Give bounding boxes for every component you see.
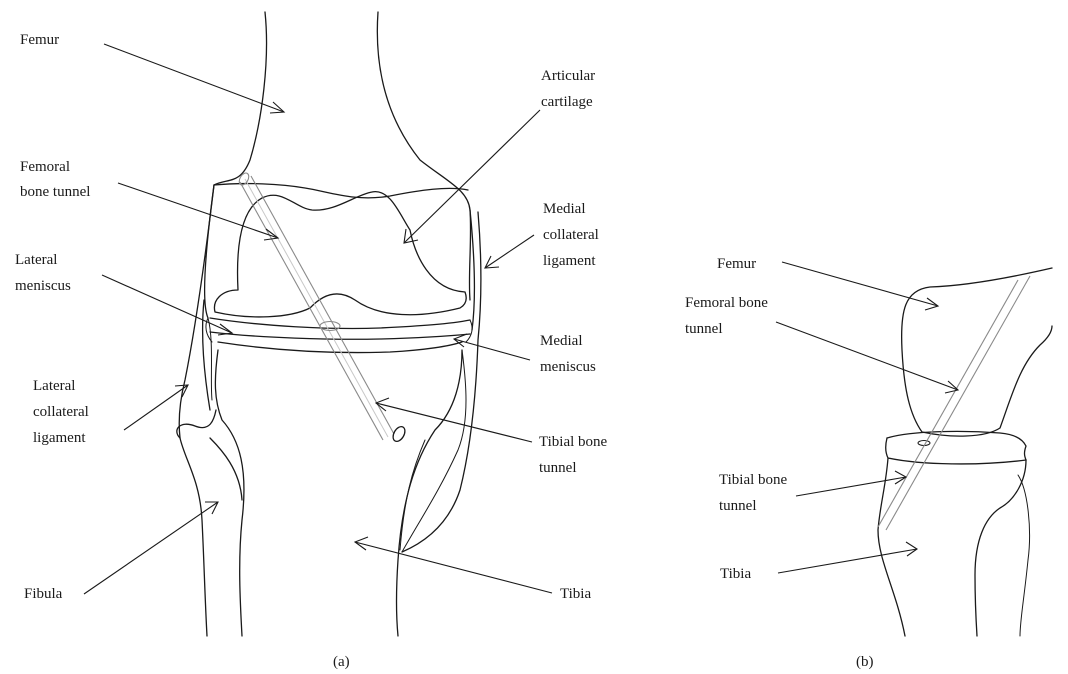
label-fibula: Fibula — [24, 586, 63, 602]
svg-text:Medial: Medial — [540, 333, 583, 349]
svg-text:cartilage: cartilage — [541, 94, 593, 110]
panel-b: Femur Femoral bone tunnel Tibial bone tu… — [685, 256, 1052, 670]
bone-tunnel-rod — [237, 171, 407, 443]
svg-text:(a): (a) — [333, 654, 350, 670]
svg-text:tunnel: tunnel — [685, 321, 723, 337]
svg-text:Tibial bone: Tibial bone — [539, 434, 608, 450]
label-tibial-bone-tunnel-b: Tibial bone tunnel — [719, 472, 788, 514]
arrow-femoral-bone-tunnel-a — [118, 183, 278, 240]
label-articular-cartilage: Articular cartilage — [541, 68, 595, 110]
panel-a: Femur Articular cartilage Femoral bone t… — [15, 12, 608, 670]
label-femur-a: Femur — [20, 32, 59, 48]
label-femoral-bone-tunnel-b: Femoral bone tunnel — [685, 295, 768, 337]
svg-text:meniscus: meniscus — [15, 278, 71, 294]
svg-text:Fibula: Fibula — [24, 586, 63, 602]
arrow-femur-a — [104, 44, 284, 113]
label-femoral-bone-tunnel-a: Femoral bone tunnel — [20, 159, 90, 200]
caption-b: (b) — [856, 654, 874, 670]
arrow-tibia-b — [778, 542, 917, 573]
bone-tunnel-rod-b — [878, 276, 1030, 530]
svg-text:tunnel: tunnel — [719, 498, 757, 514]
svg-text:Femoral: Femoral — [20, 159, 70, 175]
tibia-outline — [215, 350, 466, 636]
arrow-fibula — [84, 502, 218, 594]
svg-text:ligament: ligament — [33, 430, 86, 446]
svg-text:collateral: collateral — [543, 227, 599, 243]
label-femur-b: Femur — [717, 256, 756, 272]
label-tibial-bone-tunnel-a: Tibial bone tunnel — [539, 434, 608, 476]
arrow-tibial-bone-tunnel-b — [796, 471, 906, 496]
caption-a: (a) — [333, 654, 350, 670]
medial-collateral-ligament — [402, 210, 481, 552]
label-medial-meniscus: Medial meniscus — [540, 333, 596, 375]
svg-text:Tibia: Tibia — [560, 586, 591, 602]
arrow-femoral-bone-tunnel-b — [776, 322, 958, 393]
svg-text:Lateral: Lateral — [15, 252, 57, 268]
label-medial-collateral-ligament: Medial collateral ligament — [543, 201, 599, 269]
label-lateral-collateral-ligament: Lateral collateral ligament — [33, 378, 89, 446]
svg-text:Articular: Articular — [541, 68, 595, 84]
femur-outline — [205, 12, 471, 318]
arrow-medial-collateral-ligament — [485, 235, 534, 268]
arrow-medial-meniscus — [454, 334, 530, 360]
label-tibia-a: Tibia — [560, 586, 591, 602]
arrow-tibia-a — [355, 537, 552, 593]
svg-text:Medial: Medial — [543, 201, 586, 217]
articular-cartilage-outline — [214, 192, 466, 317]
svg-text:tunnel: tunnel — [539, 460, 577, 476]
svg-text:meniscus: meniscus — [540, 359, 596, 375]
svg-text:Tibial bone: Tibial bone — [719, 472, 788, 488]
svg-text:Femoral bone: Femoral bone — [685, 295, 768, 311]
arrow-femur-b — [782, 262, 938, 310]
arrow-articular-cartilage — [404, 110, 540, 243]
arrow-lateral-collateral-ligament — [124, 385, 188, 430]
svg-text:ligament: ligament — [543, 253, 596, 269]
svg-text:collateral: collateral — [33, 404, 89, 420]
svg-text:(b): (b) — [856, 654, 874, 670]
label-tibia-b: Tibia — [720, 566, 751, 582]
arrow-lateral-meniscus — [102, 275, 232, 335]
svg-text:Tibia: Tibia — [720, 566, 751, 582]
svg-text:Lateral: Lateral — [33, 378, 75, 394]
label-lateral-meniscus: Lateral meniscus — [15, 252, 71, 294]
svg-text:Femur: Femur — [717, 256, 756, 272]
svg-text:Femur: Femur — [20, 32, 59, 48]
tibia-outline-b — [878, 458, 1030, 636]
arrow-tibial-bone-tunnel-a — [376, 398, 532, 442]
svg-text:bone tunnel: bone tunnel — [20, 184, 90, 200]
